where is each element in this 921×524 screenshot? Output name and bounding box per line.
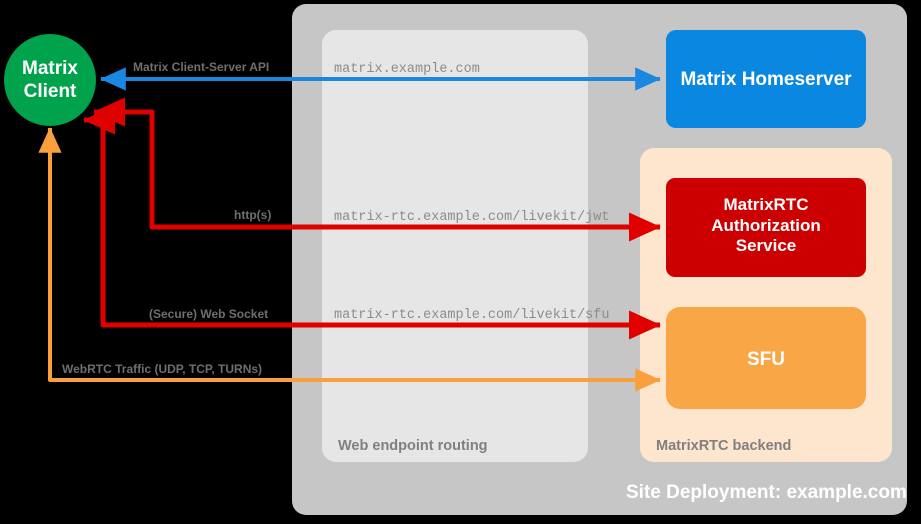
edge-webrtc-traffic — [38, 127, 661, 392]
edge-label-http-jwt: http(s) — [234, 208, 272, 222]
edge-label-secure-web-socket: (Secure) Web Socket — [149, 307, 269, 321]
route-label-matrix: matrix.example.com — [334, 62, 480, 77]
edge-label-webrtc-traffic: WebRTC Traffic (UDP, TCP, TURNs) — [62, 362, 263, 376]
site-deployment-caption: Site Deployment: example.com — [626, 482, 907, 503]
sfu-box[interactable] — [666, 307, 866, 409]
route-label-livekit-sfu: matrix-rtc.example.com/livekit/sfu — [334, 308, 610, 323]
matrixrtc-auth-service-box[interactable] — [666, 178, 866, 277]
route-label-livekit-jwt: matrix-rtc.example.com/livekit/jwt — [334, 210, 610, 225]
matrix-client-circle[interactable] — [4, 34, 96, 126]
edge-label-matrix-client-server-api: Matrix Client-Server API — [133, 60, 270, 74]
matrix-homeserver-box[interactable] — [666, 30, 866, 128]
web-endpoint-routing-caption: Web endpoint routing — [338, 438, 488, 454]
matrixrtc-backend-caption: MatrixRTC backend — [656, 438, 792, 454]
